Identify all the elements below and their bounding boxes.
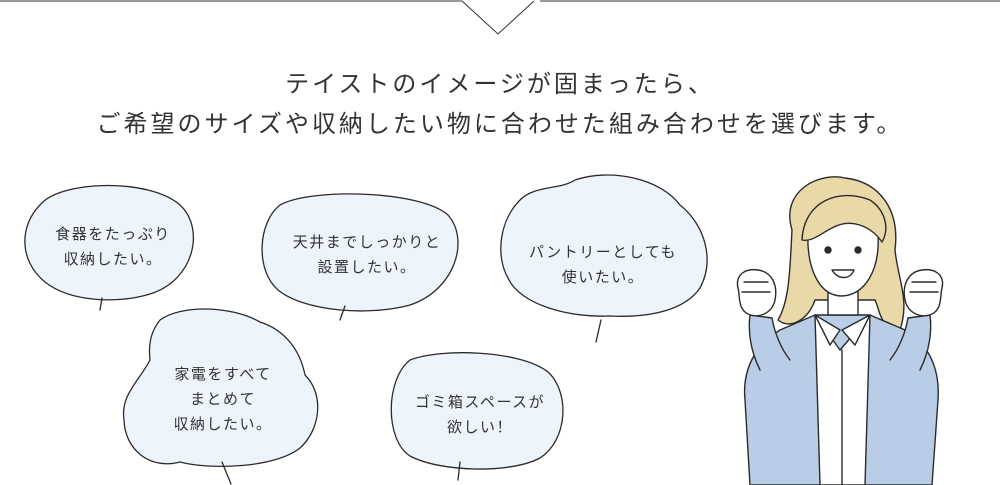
heading-line-1: テイストのイメージが固まったら、 bbox=[285, 70, 715, 98]
bubble-4-line-2: まとめて bbox=[189, 390, 256, 408]
bubble-text-appliances: 家電をすべて まとめて 収納したい。 bbox=[158, 362, 288, 437]
speech-bubble-trash-space bbox=[390, 352, 564, 481]
cheering-woman-illustration bbox=[736, 176, 944, 485]
bubble-4-line-1: 家電をすべて bbox=[174, 365, 272, 383]
bubble-5-line-2: 欲しい！ bbox=[446, 418, 513, 436]
section-heading: テイストのイメージが固まったら、 ご希望のサイズや収納したい物に合わせた組み合わ… bbox=[0, 64, 1000, 144]
bubble-2-line-2: 設置したい。 bbox=[317, 258, 417, 276]
bubble-text-ceiling: 天井までしっかりと 設置したい。 bbox=[282, 230, 452, 280]
top-divider bbox=[0, 0, 1000, 35]
bubble-text-pantry: パントリーとしても 使いたい。 bbox=[518, 240, 688, 290]
heading-line-2: ご希望のサイズや収納したい物に合わせた組み合わせを選びます。 bbox=[96, 110, 904, 138]
speech-bubble-appliances bbox=[122, 308, 319, 485]
bubble-text-trash-space: ゴミ箱スペースが 欲しい！ bbox=[405, 390, 555, 440]
bubble-1-line-2: 収納したい。 bbox=[63, 250, 163, 268]
speech-bubble-ceiling bbox=[261, 193, 459, 321]
bubble-1-line-1: 食器をたっぷり bbox=[55, 225, 171, 243]
bubble-3-line-1: パントリーとしても bbox=[528, 243, 678, 261]
bubble-2-line-1: 天井までしっかりと bbox=[292, 233, 442, 251]
bubble-text-dishes: 食器をたっぷり 収納したい。 bbox=[46, 222, 180, 272]
speech-bubble-dishes bbox=[24, 184, 194, 311]
bubble-5-line-1: ゴミ箱スペースが bbox=[414, 393, 546, 411]
bubble-3-line-2: 使いたい。 bbox=[561, 268, 645, 286]
bubble-4-line-3: 収納したい。 bbox=[173, 415, 273, 433]
speech-bubble-pantry bbox=[500, 174, 708, 343]
